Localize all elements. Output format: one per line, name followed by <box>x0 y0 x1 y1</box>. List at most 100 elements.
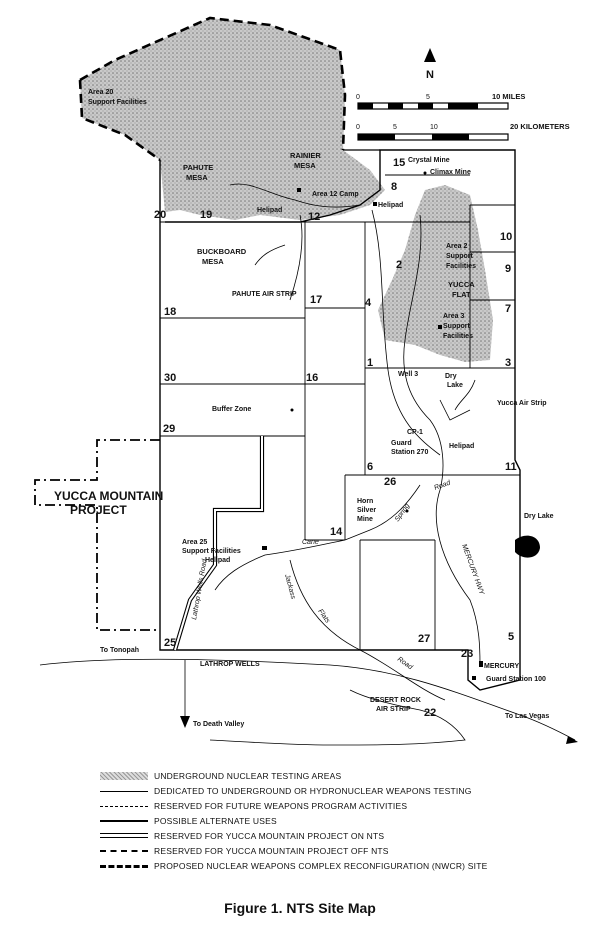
area3-support-label-3: Facilities <box>443 333 473 340</box>
legend-item-alternate-uses: POSSIBLE ALTERNATE USES <box>100 813 560 828</box>
area20-support-label-2: Support Facilities <box>88 99 147 106</box>
area2-support-label-2: Support <box>446 253 473 260</box>
nwcr-boundary-west <box>78 79 161 162</box>
scale-km-5: 5 <box>393 124 397 131</box>
helipad-label-d: Helipad <box>205 557 230 564</box>
area-2-label: 2 <box>396 259 402 271</box>
legend-text: RESERVED FOR YUCCA MOUNTAIN PROJECT ON N… <box>154 830 385 841</box>
legend-text: DEDICATED TO UNDERGROUND OR HYDRONUCLEAR… <box>154 785 472 796</box>
area-11-label: 11 <box>505 461 517 473</box>
area3-support-label-1: Area 3 <box>443 313 465 320</box>
climax-mine-label: Climax Mine <box>430 169 471 176</box>
area-10-label: 10 <box>500 231 512 243</box>
area-29-label: 29 <box>163 423 175 435</box>
dry-lake-1-label-2: Lake <box>447 382 463 389</box>
road-label-2: Road <box>433 479 452 492</box>
area-27-label: 27 <box>418 633 430 645</box>
road-jackass-label: Jackass <box>283 573 297 601</box>
facility-markers <box>262 171 483 680</box>
scale-km-10: 10 <box>430 124 438 131</box>
mercury-hwy-label: MERCURY HWY <box>460 543 485 597</box>
to-death-valley-label: To Death Valley <box>193 721 244 728</box>
horn-silver-label-1: Horn <box>357 498 373 505</box>
legend-thin-line-icon <box>100 786 148 796</box>
scale-miles-label: 10 MILES <box>492 92 525 101</box>
helipad-label-b: Helipad <box>378 202 403 209</box>
area-26-label: 26 <box>384 476 396 488</box>
dry-lake-2-label: Dry Lake <box>524 513 554 520</box>
area-4-label: 4 <box>365 297 372 309</box>
area-20-label: 20 <box>154 209 166 221</box>
north-label: N <box>426 69 434 81</box>
area-9-label: 9 <box>505 263 511 275</box>
buckboard-mesa-label-1: BUCKBOARD <box>197 247 247 256</box>
testing-area-yucca-flat <box>378 185 493 362</box>
area-5-label: 5 <box>508 631 514 643</box>
map-legend: UNDERGROUND NUCLEAR TESTING AREAS DEDICA… <box>100 768 560 873</box>
yucca-mountain-onsite <box>172 436 265 651</box>
area-19-label: 19 <box>200 209 212 221</box>
figure-caption: Figure 1. NTS Site Map <box>224 900 376 916</box>
yucca-flat-label-2: FLAT <box>452 290 471 299</box>
well3-label: Well 3 <box>398 371 418 378</box>
nwcr-boundary <box>79 16 347 151</box>
guard-100-label: Guard Station 100 <box>486 676 546 683</box>
lathrop-wells-label: LATHROP WELLS <box>200 661 260 668</box>
scale-mile-0: 0 <box>356 94 360 101</box>
guard-270-label-2: Station 270 <box>391 449 428 456</box>
cp1-label: CP-1 <box>407 429 423 436</box>
area-3-label: 3 <box>505 357 511 369</box>
area-8-label: 8 <box>391 181 397 193</box>
buffer-zone-label: Buffer Zone <box>212 406 251 413</box>
horn-silver-label-2: Silver <box>357 507 376 514</box>
area2-support-label-1: Area 2 <box>446 243 468 250</box>
yucca-mountain-offsite <box>34 439 160 631</box>
area-22-label: 22 <box>424 707 436 719</box>
area-18-label: 18 <box>164 306 176 318</box>
rainier-mesa-label-2: MESA <box>294 161 316 170</box>
legend-item-nwcr-site: PROPOSED NUCLEAR WEAPONS COMPLEX RECONFI… <box>100 858 560 873</box>
scale-km-0: 0 <box>356 124 360 131</box>
area-1-label: 1 <box>367 357 373 369</box>
area25-support-label-1: Area 25 <box>182 539 207 546</box>
area-30-label: 30 <box>164 372 176 384</box>
area-6-label: 6 <box>367 461 373 473</box>
nts-site-map: N 0 5 10 MILES 0 5 10 20 KILOMETERS <box>34 16 578 746</box>
area-15-label: 15 <box>393 157 405 169</box>
area-25-label: 25 <box>164 637 176 649</box>
area-grid <box>160 174 520 650</box>
legend-item-testing-areas: UNDERGROUND NUCLEAR TESTING AREAS <box>100 768 560 783</box>
helipad-label-a: Helipad <box>257 207 282 214</box>
to-las-vegas-arrow-icon <box>566 736 578 744</box>
desert-rock-label-2: AIR STRIP <box>376 706 411 713</box>
rainier-mesa-label-1: RAINIER <box>290 151 321 160</box>
legend-text: RESERVED FOR YUCCA MOUNTAIN PROJECT OFF … <box>154 845 389 856</box>
yucca-air-strip-label: Yucca Air Strip <box>497 400 547 407</box>
north-arrow-icon: N <box>424 48 436 81</box>
area12-camp-label: Area 12 Camp <box>312 191 359 198</box>
dry-lake-icon <box>515 535 540 558</box>
to-death-valley-arrow-icon <box>180 716 190 728</box>
scale-mile-5: 5 <box>426 94 430 101</box>
scale-bar: 0 5 10 MILES 0 5 10 20 KILOMETERS <box>356 92 570 141</box>
area-12-label: 12 <box>308 211 320 223</box>
road-flats-label: Flats <box>316 608 331 625</box>
area-23-label: 23 <box>461 648 473 660</box>
scale-km-label: 20 KILOMETERS <box>510 122 570 131</box>
lathrop-wells-road-label: Lathrop Wells Road <box>191 558 209 621</box>
yucca-mountain-project-label-1: YUCCA MOUNTAIN <box>54 489 163 503</box>
roads <box>39 183 576 746</box>
legend-bold-line-icon <box>100 816 148 826</box>
area-16-label: 16 <box>306 372 318 384</box>
road-label-1: Road <box>396 656 415 672</box>
legend-text: UNDERGROUND NUCLEAR TESTING AREAS <box>154 770 342 781</box>
pahute-mesa-label-1: PAHUTE <box>183 163 213 172</box>
area25-support-label-2: Support Facilities <box>182 548 241 555</box>
pahute-mesa-label-2: MESA <box>186 173 208 182</box>
area3-support-label-2: Support <box>443 323 470 330</box>
legend-text: PROPOSED NUCLEAR WEAPONS COMPLEX RECONFI… <box>154 860 488 871</box>
legend-item-ymp-on-nts: RESERVED FOR YUCCA MOUNTAIN PROJECT ON N… <box>100 828 560 843</box>
legend-stipple-icon <box>100 771 148 780</box>
legend-text: POSSIBLE ALTERNATE USES <box>154 815 277 826</box>
road-cane-label: Cane <box>302 539 319 546</box>
